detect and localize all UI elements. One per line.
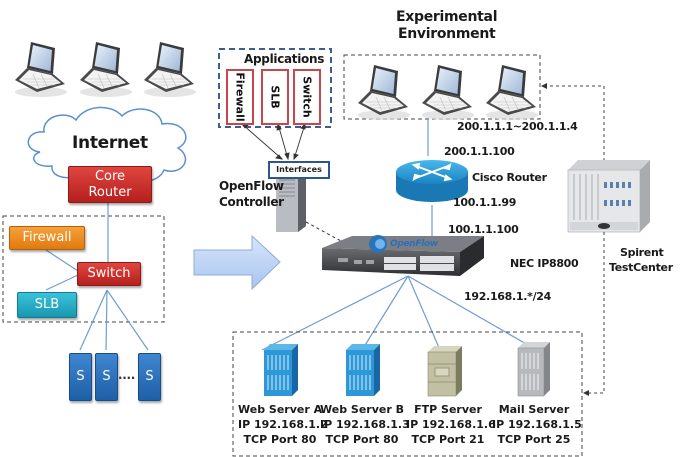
experimental-links bbox=[261, 119, 529, 351]
server-farm-frame bbox=[232, 331, 583, 457]
server-label-web-a: Web Server A IP 192.168.1.2 TCP Port 80 bbox=[238, 402, 328, 447]
server-node[interactable]: S bbox=[95, 353, 118, 401]
experimental-title-line1: Experimental bbox=[396, 9, 498, 25]
interfaces-box[interactable]: Interfaces bbox=[268, 161, 330, 179]
server-label-mail: Mail Server IP 192.168.1.5 TCP Port 25 bbox=[492, 402, 582, 447]
mail-server-icon bbox=[517, 342, 550, 397]
web-server-icon bbox=[346, 344, 380, 396]
server-port: TCP Port 80 bbox=[325, 433, 399, 446]
core-router-node[interactable]: Core Router bbox=[68, 166, 152, 203]
app-slb[interactable]: SLB bbox=[261, 69, 289, 125]
server-label-web-b: Web Server B IP 192.168.1.3 TCP Port 80 bbox=[320, 402, 410, 447]
web-server-icon bbox=[264, 344, 298, 396]
nec-switch-label: NEC IP8800 bbox=[510, 257, 579, 270]
server-port: TCP Port 21 bbox=[411, 433, 485, 446]
laptop-icon bbox=[357, 64, 411, 121]
core-router-label: Core Router bbox=[88, 169, 132, 200]
laptop-icon bbox=[421, 64, 475, 121]
openflow-logo-text: OpenFlow bbox=[390, 239, 438, 249]
server-port: TCP Port 25 bbox=[497, 433, 571, 446]
laptop-icon bbox=[14, 41, 68, 98]
firewall-node[interactable]: Firewall bbox=[9, 226, 85, 250]
spirent-testcenter-icon bbox=[567, 160, 650, 233]
server-ip: IP 192.168.1.2 bbox=[238, 418, 328, 431]
arrowhead-icon bbox=[541, 83, 547, 89]
experimental-title-line2: Environment bbox=[398, 26, 496, 42]
server-name: Web Server B bbox=[320, 403, 404, 416]
slb-node[interactable]: SLB bbox=[17, 292, 77, 318]
laptop-icon bbox=[143, 41, 197, 98]
switch-ip: 100.1.1.100 bbox=[448, 223, 519, 236]
server-ip: IP 192.168.1.6 bbox=[406, 418, 496, 431]
router-downstream-ip: 100.1.1.99 bbox=[453, 196, 517, 209]
app-firewall-label: Firewall bbox=[233, 72, 247, 122]
server-port: TCP Port 80 bbox=[243, 433, 317, 446]
legacy-network-frame bbox=[2, 215, 165, 323]
legacy-links bbox=[45, 203, 149, 351]
openflow-switch-icon bbox=[322, 235, 484, 276]
transition-arrow-icon bbox=[193, 234, 281, 291]
ftp-server-icon bbox=[427, 346, 462, 397]
server-name: Web Server A bbox=[238, 403, 323, 416]
app-switch-label: Switch bbox=[300, 76, 314, 118]
server-node[interactable]: S bbox=[138, 353, 161, 401]
laptop-icon bbox=[485, 64, 539, 121]
app-firewall[interactable]: Firewall bbox=[226, 69, 254, 125]
router-upstream-ip: 200.1.1.100 bbox=[444, 145, 515, 158]
ellipsis-label: .... bbox=[118, 368, 136, 382]
app-slb-label: SLB bbox=[268, 85, 282, 109]
server-name: FTP Server bbox=[414, 403, 482, 416]
controller-server-icon bbox=[276, 170, 306, 232]
applications-title: Applications bbox=[244, 52, 325, 66]
spirent-label-line2: TestCenter bbox=[609, 261, 673, 274]
laptop-icon bbox=[79, 41, 133, 98]
arrowhead-icon bbox=[583, 390, 589, 396]
internet-label: Internet bbox=[72, 133, 148, 153]
cisco-router-label: Cisco Router bbox=[472, 171, 547, 184]
applications-frame bbox=[218, 48, 332, 128]
server-node[interactable]: S bbox=[69, 353, 92, 401]
switch-node[interactable]: Switch bbox=[77, 262, 141, 286]
openflow-controller-label: OpenFlow Controller bbox=[219, 179, 284, 209]
server-name: Mail Server bbox=[498, 403, 570, 416]
server-ip: IP 192.168.1.3 bbox=[320, 418, 410, 431]
cisco-router-icon bbox=[396, 160, 468, 202]
spirent-label-line1: Spirent bbox=[620, 246, 664, 259]
server-label-ftp: FTP Server IP 192.168.1.6 TCP Port 21 bbox=[406, 402, 496, 447]
client-ip-range: 200.1.1.1~200.1.1.4 bbox=[457, 120, 578, 133]
server-ip: IP 192.168.1.5 bbox=[492, 418, 582, 431]
test-traffic-links bbox=[544, 85, 605, 394]
subnet-label: 192.168.1.*/24 bbox=[464, 290, 551, 303]
app-interface-arrows bbox=[240, 122, 306, 161]
app-switch[interactable]: Switch bbox=[293, 69, 321, 125]
